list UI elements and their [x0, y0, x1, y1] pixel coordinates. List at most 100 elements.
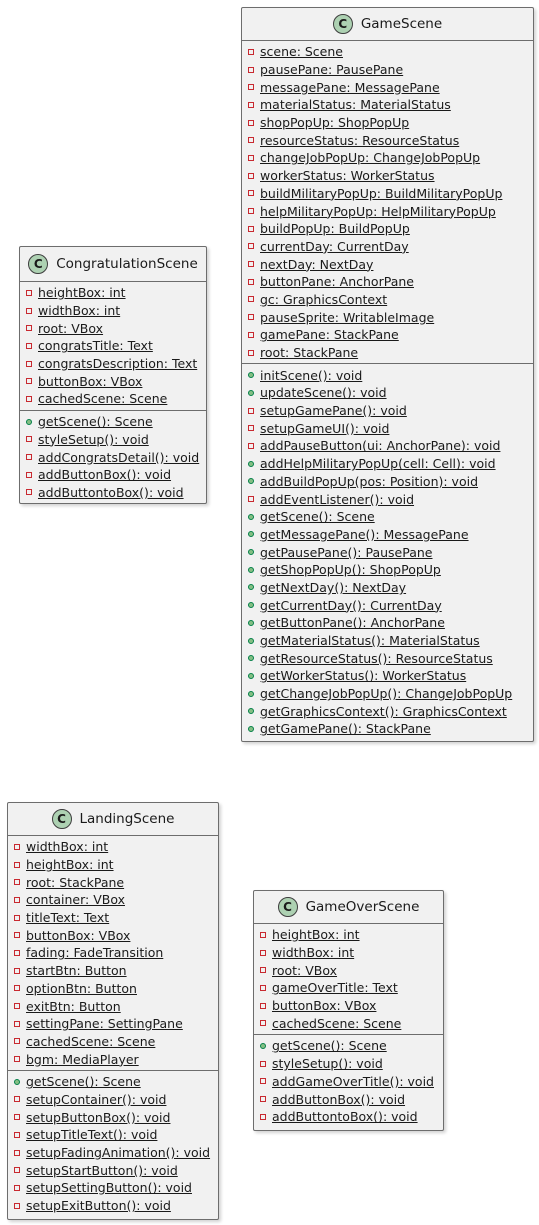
private-visibility-icon	[14, 985, 20, 992]
field-row: buttonPane: AnchorPane	[242, 273, 533, 291]
method-row: getScene(): Scene	[20, 413, 206, 431]
method-text: getMaterialStatus(): MaterialStatus	[260, 633, 480, 649]
public-visibility-icon	[248, 672, 254, 679]
class-name: GameOverScene	[305, 899, 420, 915]
method-row: getCurrentDay(): CurrentDay	[242, 596, 533, 614]
field-row: root: StackPane	[8, 873, 218, 891]
class-c-icon: C	[51, 809, 72, 829]
field-text: cachedScene: Scene	[272, 1015, 402, 1031]
method-row: getButtonPane(): AnchorPane	[242, 614, 533, 632]
private-visibility-icon	[260, 1096, 266, 1103]
field-text: heightBox: int	[38, 285, 126, 301]
private-visibility-icon	[26, 489, 32, 496]
method-row: setupSettingButton(): void	[8, 1179, 218, 1197]
field-row: widthBox: int	[254, 944, 443, 962]
method-text: addButtonBox(): void	[38, 467, 172, 483]
method-row: addButtontoBox(): void	[254, 1108, 443, 1126]
field-row: changeJobPopUp: ChangeJobPopUp	[242, 149, 533, 167]
field-text: heightBox: int	[272, 927, 360, 943]
field-row: fading: FadeTransition	[8, 944, 218, 962]
field-row: bgm: MediaPlayer	[8, 1050, 218, 1068]
method-text: setupGamePane(): void	[260, 403, 407, 419]
method-text: getChangeJobPopUp(): ChangeJobPopUp	[260, 686, 513, 702]
field-text: gamePane: StackPane	[260, 327, 399, 343]
private-visibility-icon	[14, 1020, 20, 1027]
field-text: exitBtn: Button	[26, 998, 121, 1014]
field-row: scene: Scene	[242, 43, 533, 61]
method-text: setupGameUI(): void	[260, 420, 390, 436]
public-visibility-icon	[26, 418, 32, 425]
field-row: exitBtn: Button	[8, 997, 218, 1015]
private-visibility-icon	[260, 1113, 266, 1120]
method-row: addEventListener(): void	[242, 490, 533, 508]
field-text: scene: Scene	[260, 44, 343, 60]
class-c-icon: C	[277, 897, 298, 917]
field-text: cachedScene: Scene	[38, 391, 168, 407]
field-text: buttonBox: VBox	[38, 373, 143, 389]
private-visibility-icon	[248, 349, 254, 356]
field-row: buttonBox: VBox	[8, 926, 218, 944]
private-visibility-icon	[248, 190, 254, 197]
private-visibility-icon	[248, 243, 254, 250]
public-visibility-icon	[14, 1078, 20, 1085]
class-name: GameScene	[360, 16, 443, 32]
field-text: changeJobPopUp: ChangeJobPopUp	[260, 150, 481, 166]
private-visibility-icon	[248, 407, 254, 414]
method-text: setupStartButton(): void	[26, 1162, 178, 1178]
method-text: getMessagePane(): MessagePane	[260, 526, 469, 542]
public-visibility-icon	[248, 690, 254, 697]
class-header: C CongratulationScene	[20, 247, 206, 282]
class-header: C GameScene	[242, 8, 533, 41]
field-row: heightBox: int	[20, 284, 206, 302]
method-text: addCongratsDetail(): void	[38, 449, 200, 465]
private-visibility-icon	[260, 949, 266, 956]
public-visibility-icon	[248, 478, 254, 485]
field-row: buttonBox: VBox	[254, 997, 443, 1015]
private-visibility-icon	[248, 296, 254, 303]
field-row: workerStatus: WorkerStatus	[242, 167, 533, 185]
method-row: setupButtonBox(): void	[8, 1108, 218, 1126]
method-text: getScene(): Scene	[260, 509, 375, 525]
private-visibility-icon	[14, 1038, 20, 1045]
private-visibility-icon	[248, 208, 254, 215]
private-visibility-icon	[14, 914, 20, 921]
private-visibility-icon	[26, 342, 32, 349]
field-text: buttonPane: AnchorPane	[260, 274, 414, 290]
private-visibility-icon	[26, 471, 32, 478]
field-row: root: StackPane	[242, 344, 533, 362]
private-visibility-icon	[248, 154, 254, 161]
method-row: getNextDay(): NextDay	[242, 579, 533, 597]
field-row: widthBox: int	[8, 838, 218, 856]
field-row: buttonBox: VBox	[20, 372, 206, 390]
field-text: shopPopUp: ShopPopUp	[260, 115, 410, 131]
field-row: helpMilitaryPopUp: HelpMilitaryPopUp	[242, 202, 533, 220]
method-row: setupTitleText(): void	[8, 1126, 218, 1144]
class-c-icon: C	[332, 14, 353, 34]
method-row: setupFadingAnimation(): void	[8, 1144, 218, 1162]
private-visibility-icon	[248, 101, 254, 108]
public-visibility-icon	[248, 372, 254, 379]
method-row: getScene(): Scene	[8, 1073, 218, 1091]
field-row: cachedScene: Scene	[254, 1014, 443, 1032]
field-text: bgm: MediaPlayer	[26, 1051, 139, 1067]
field-row: startBtn: Button	[8, 962, 218, 980]
method-row: styleSetup(): void	[254, 1055, 443, 1073]
private-visibility-icon	[26, 360, 32, 367]
field-row: buildMilitaryPopUp: BuildMilitaryPopUp	[242, 185, 533, 203]
method-row: getChangeJobPopUp(): ChangeJobPopUp	[242, 685, 533, 703]
private-visibility-icon	[14, 967, 20, 974]
method-text: addButtontoBox(): void	[38, 484, 184, 500]
field-row: cachedScene: Scene	[8, 1033, 218, 1051]
field-text: startBtn: Button	[26, 963, 127, 979]
private-visibility-icon	[248, 314, 254, 321]
method-text: getScene(): Scene	[26, 1074, 141, 1090]
private-visibility-icon	[248, 331, 254, 338]
field-text: widthBox: int	[272, 945, 355, 961]
method-row: addPauseButton(ui: AnchorPane): void	[242, 437, 533, 455]
private-visibility-icon	[14, 1114, 20, 1121]
